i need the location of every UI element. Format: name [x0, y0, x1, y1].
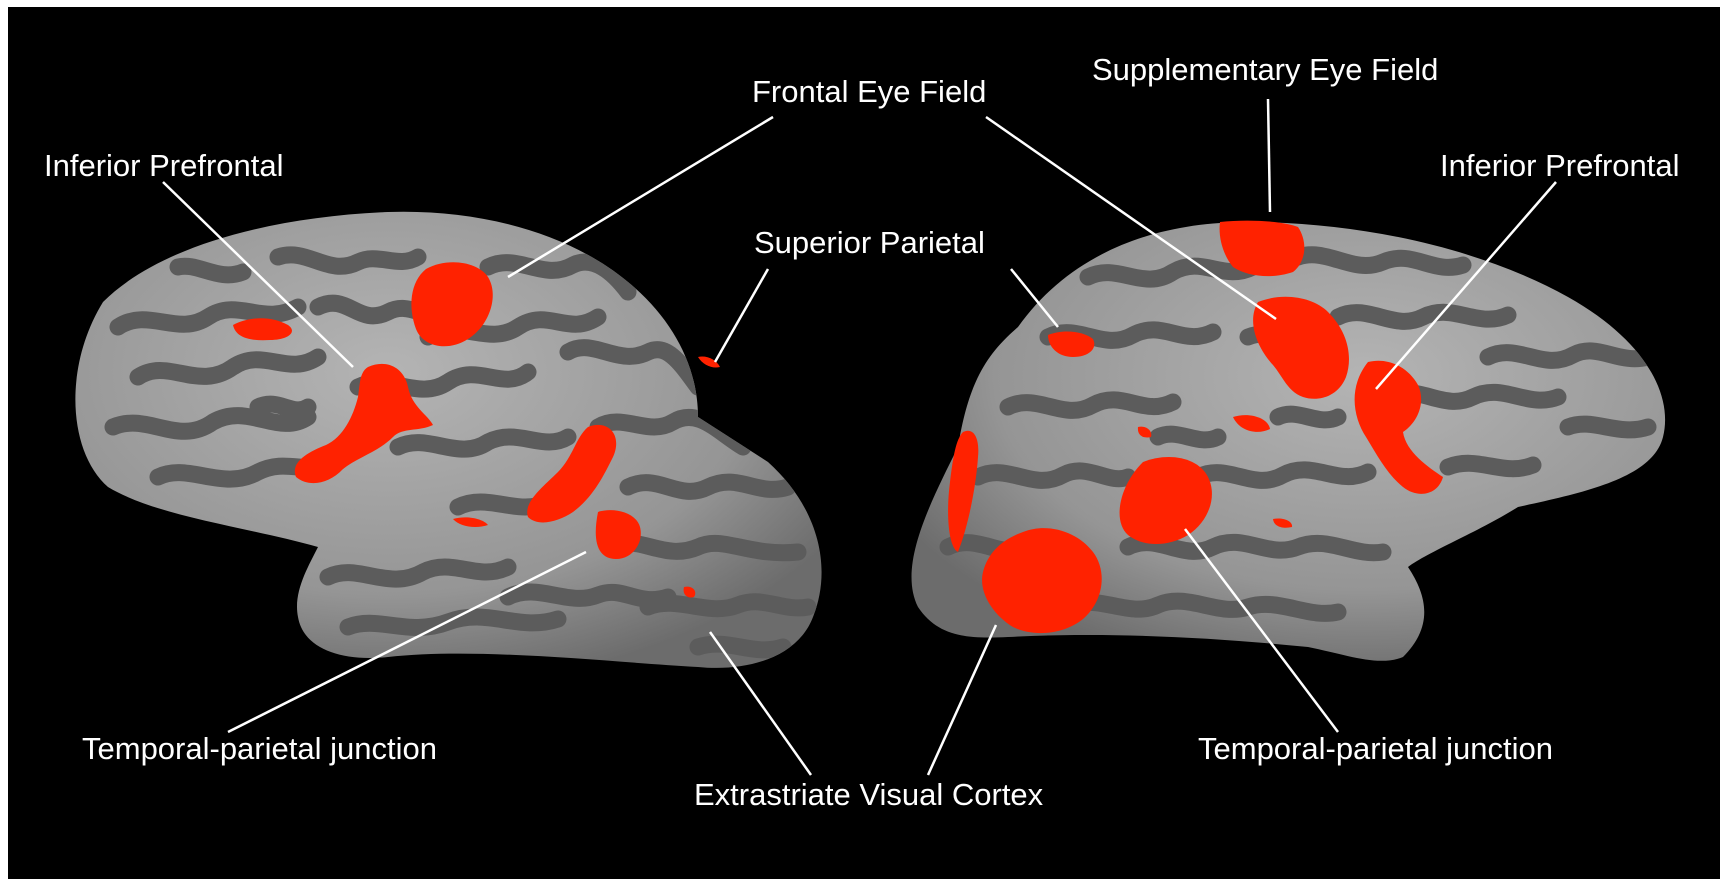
brain-activation-figure: Inferior Prefrontal Frontal Eye Field Su… — [8, 7, 1720, 879]
label-tpj-left: Temporal-parietal junction — [82, 732, 437, 766]
leader-superior-parietal-left — [715, 269, 768, 362]
leader-supplementary-eye-field — [1268, 99, 1270, 212]
leader-extrastriate-right — [928, 625, 996, 775]
label-extrastriate-visual-cortex: Extrastriate Visual Cortex — [694, 778, 1043, 812]
label-superior-parietal: Superior Parietal — [754, 226, 985, 260]
label-tpj-right: Temporal-parietal junction — [1198, 732, 1553, 766]
label-inferior-prefrontal-right: Inferior Prefrontal — [1440, 149, 1680, 183]
label-supplementary-eye-field: Supplementary Eye Field — [1092, 53, 1438, 87]
label-inferior-prefrontal-left: Inferior Prefrontal — [44, 149, 284, 183]
left-hemisphere — [75, 212, 821, 668]
label-frontal-eye-field: Frontal Eye Field — [752, 75, 986, 109]
leader-frontal-eye-field-left — [508, 117, 773, 277]
